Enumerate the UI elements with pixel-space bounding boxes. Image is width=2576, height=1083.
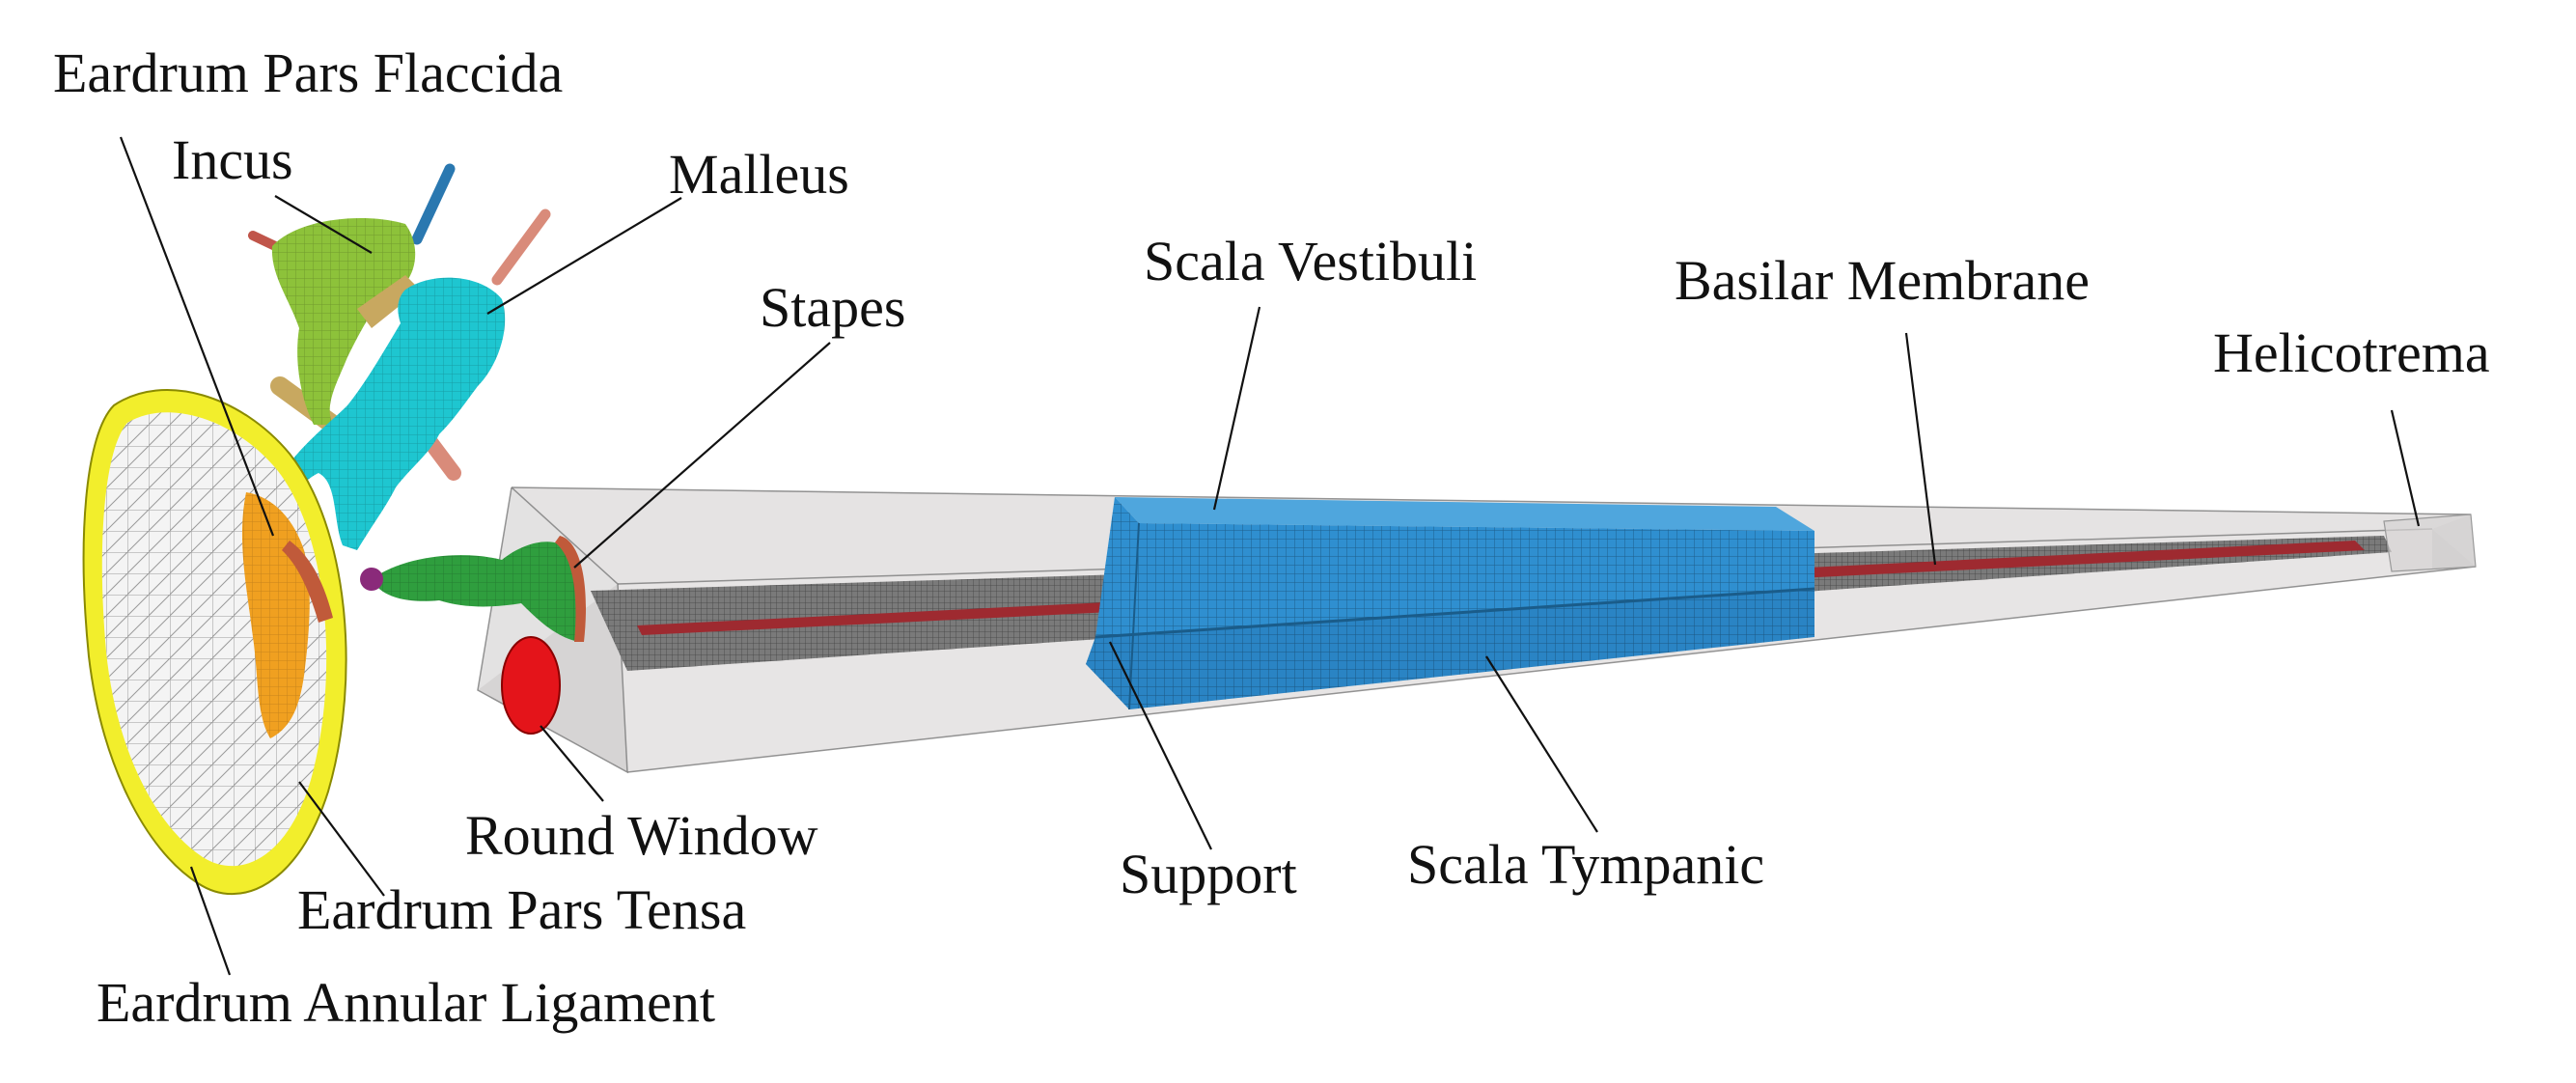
label-basilar-membrane: Basilar Membrane bbox=[1675, 249, 2090, 312]
round-window bbox=[501, 636, 561, 735]
leader-scala-vestibuli bbox=[1212, 306, 1261, 511]
label-eardrum-annular-ligament: Eardrum Annular Ligament bbox=[97, 971, 715, 1034]
leader-scala-tympanic bbox=[1485, 655, 1598, 833]
scala-block-top bbox=[1115, 497, 1814, 531]
malleus-manubrium-attachment bbox=[282, 541, 333, 623]
leader-helicotrema bbox=[2390, 409, 2421, 527]
leader-round-window bbox=[540, 725, 604, 802]
label-scala-vestibuli: Scala Vestibuli bbox=[1144, 230, 1477, 292]
label-scala-tympanic: Scala Tympanic bbox=[1407, 833, 1764, 896]
scala-block bbox=[1086, 497, 1815, 710]
helicotrema-block bbox=[2383, 514, 2477, 572]
label-eardrum-pars-tensa: Eardrum Pars Tensa bbox=[297, 878, 746, 941]
incudomalleolar-joint bbox=[357, 275, 420, 328]
label-incus: Incus bbox=[172, 128, 293, 191]
leader-eardrum-annular-ligament bbox=[189, 866, 232, 976]
stapes-footplate bbox=[555, 536, 587, 642]
leader-eardrum-pars-flaccida bbox=[119, 136, 275, 537]
ligament-rod-salmon-top bbox=[491, 208, 551, 286]
label-stapes: Stapes bbox=[760, 276, 905, 339]
label-round-window: Round Window bbox=[465, 804, 818, 867]
incudostapedial-joint bbox=[360, 568, 383, 591]
leader-support bbox=[1109, 641, 1212, 850]
leader-incus bbox=[274, 195, 373, 254]
label-eardrum-pars-flaccida: Eardrum Pars Flaccida bbox=[53, 42, 563, 104]
label-malleus: Malleus bbox=[669, 143, 849, 206]
leader-basilar-membrane bbox=[1904, 332, 1937, 566]
label-support: Support bbox=[1120, 843, 1297, 905]
leader-malleus bbox=[486, 197, 682, 315]
leader-eardrum-pars-tensa bbox=[298, 781, 385, 897]
ligament-rod-blue bbox=[411, 163, 456, 245]
leader-stapes bbox=[573, 342, 831, 569]
label-helicotrema: Helicotrema bbox=[2213, 321, 2490, 384]
